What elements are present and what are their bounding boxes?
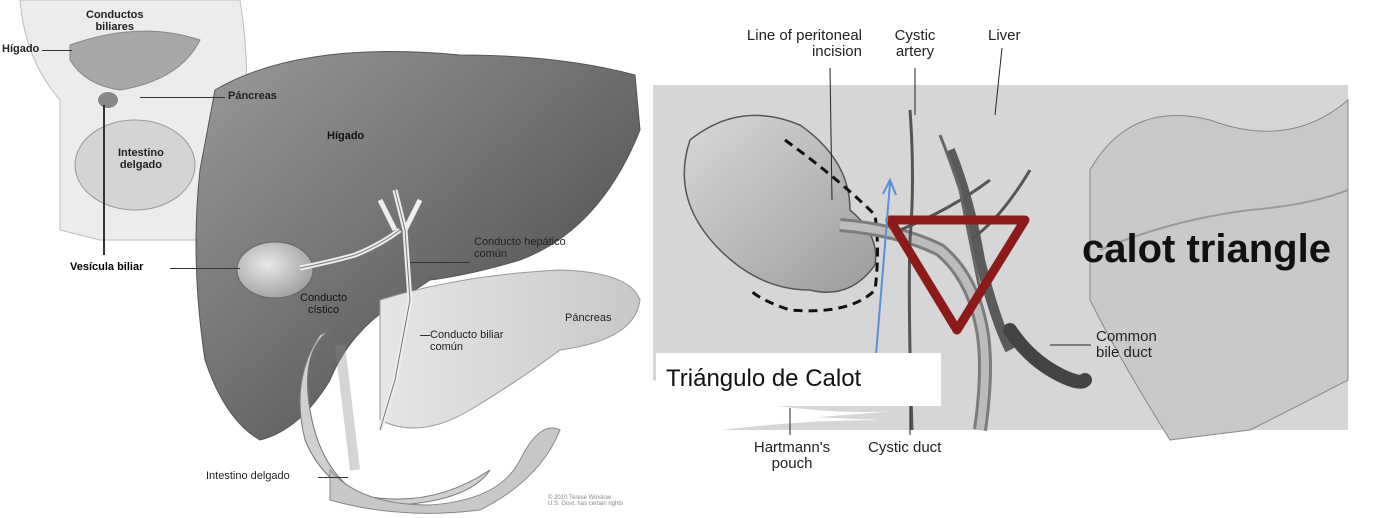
- label-vesicula-biliar: Vesícula biliar: [70, 262, 143, 274]
- label-conductos-biliares: Conductos biliares: [86, 10, 143, 33]
- label-conducto-cistico: Conducto cístico: [300, 293, 347, 316]
- calot-callout-box: Triángulo de Calot: [656, 353, 941, 406]
- inset-gallbladder: [98, 92, 118, 108]
- label-conducto-hepatico-comun: Conducto hepático común: [474, 237, 566, 260]
- label-higado-small: Hígado: [2, 44, 39, 56]
- label-common-bile-duct: Common bile duct: [1096, 329, 1157, 361]
- calot-triangle-title: calot triangle: [1082, 228, 1331, 270]
- label-intestino-delgado-small: Intestino delgado: [118, 148, 164, 171]
- calot-callout-text: Triángulo de Calot: [666, 365, 861, 393]
- label-conducto-biliar-comun: Conducto biliar común: [430, 330, 503, 353]
- label-intestino-delgado-main: Intestino delgado: [206, 471, 290, 483]
- label-hartmanns-pouch: Hartmann's pouch: [750, 440, 834, 472]
- copyright-text: © 2010 Terese Winslow U.S. Govt. has cer…: [548, 495, 623, 508]
- label-cystic-duct: Cystic duct: [868, 440, 941, 456]
- label-line-of-peritoneal-incision: Line of peritoneal incision: [712, 28, 862, 60]
- label-pancreas-small: Páncreas: [228, 91, 277, 103]
- main-pancreas: [380, 270, 640, 428]
- label-liver: Liver: [988, 28, 1021, 44]
- left-anatomy-panel: Conductos biliares Hígado Páncreas Intes…: [0, 0, 650, 518]
- lower-intestine: [330, 428, 560, 513]
- label-cystic-artery: Cystic artery: [880, 28, 950, 60]
- label-higado-main: Hígado: [327, 131, 364, 143]
- label-pancreas-main: Páncreas: [565, 313, 611, 325]
